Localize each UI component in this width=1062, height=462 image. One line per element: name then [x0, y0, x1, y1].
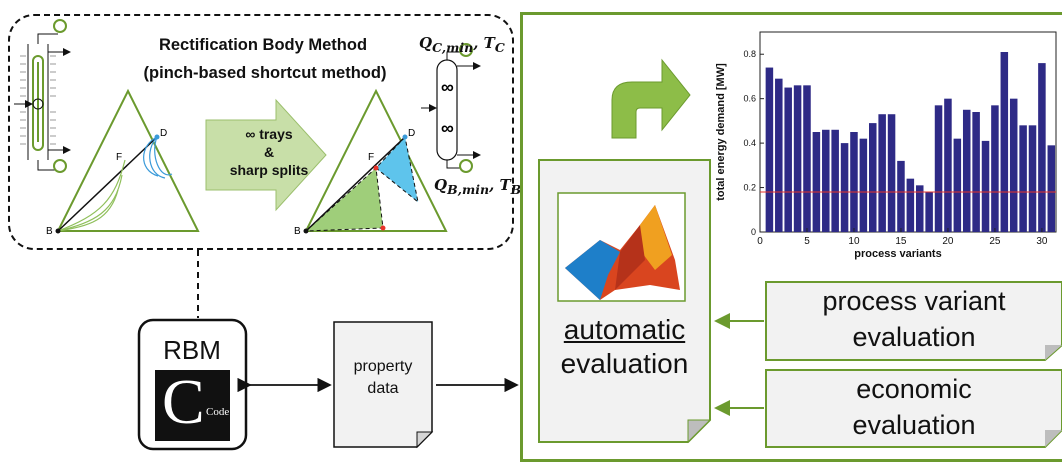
- condenser-duty-label: QC,min, TC: [419, 34, 505, 55]
- econ-line2: evaluation: [852, 410, 976, 440]
- x-tick-label: 5: [804, 236, 810, 247]
- arrow-label-trays: ∞ trays: [245, 126, 293, 142]
- bar: [878, 114, 886, 232]
- infinity-bottom: ∞: [441, 118, 454, 138]
- reboiler-duty-label: QB,min, TB: [434, 176, 522, 197]
- x-tick-label: 15: [895, 236, 907, 247]
- y-tick-label: 0: [751, 227, 756, 237]
- bar: [822, 129, 830, 232]
- x-tick-label: 25: [989, 236, 1001, 247]
- code-text: Code: [206, 406, 230, 418]
- bar: [765, 67, 774, 232]
- economic-label: economic evaluation: [766, 371, 1062, 443]
- vertex-d-right: D: [408, 128, 416, 139]
- bar: [991, 105, 999, 232]
- automatic-label: automatic: [563, 314, 686, 345]
- property-data-label: property data: [334, 356, 432, 400]
- arrow-label-splits: sharp splits: [229, 162, 309, 178]
- bar: [962, 109, 971, 232]
- diagram-graphics: [14, 19, 1062, 451]
- bar: [925, 192, 933, 232]
- y-tick-label: 0.2: [743, 183, 756, 193]
- bar: [784, 87, 792, 232]
- bar: [850, 132, 858, 232]
- c-code-logo: [155, 370, 230, 441]
- y-axis-label: total energy demand [MW]: [715, 63, 727, 201]
- infinity-top: ∞: [441, 77, 454, 97]
- ternary-diagram-left: [55, 88, 200, 234]
- pv-line2: evaluation: [852, 322, 976, 352]
- vertex-f-right: F: [368, 152, 375, 163]
- process-variant-label: process variant evaluation: [766, 283, 1062, 355]
- distillation-column-left: [14, 19, 71, 173]
- bar: [812, 132, 821, 232]
- bar: [906, 178, 915, 232]
- energy-demand-chart: 0 0.2 0.4 0.6 0.8 0 5 10 15 20 25 30 process variant…: [715, 31, 1057, 260]
- x-tick-label: 30: [1036, 236, 1048, 247]
- bar: [1047, 145, 1056, 232]
- bar: [981, 140, 990, 232]
- c-letter: C: [162, 366, 205, 437]
- ternary-diagram-right: [303, 88, 448, 234]
- curved-green-arrow: [611, 58, 691, 139]
- y-tick-label: 0.8: [743, 49, 756, 59]
- bar: [887, 114, 896, 232]
- bar: [915, 185, 924, 232]
- pv-line1: process variant: [822, 286, 1006, 316]
- vertex-b-left: B: [46, 226, 53, 237]
- property-line1: property: [353, 358, 413, 375]
- vertex-f-left: F: [116, 152, 123, 163]
- distillation-column-right: [421, 43, 481, 173]
- rbm-title: Rectification Body Method: [158, 36, 368, 54]
- vertex-d-left: D: [160, 128, 168, 139]
- bar: [1009, 98, 1018, 233]
- bar: [831, 129, 839, 232]
- rbm-code-label: RBM: [163, 335, 221, 365]
- bar: [972, 112, 980, 232]
- transition-arrow: [205, 98, 327, 212]
- property-line2: data: [367, 380, 399, 397]
- arrow-label-and: &: [263, 144, 275, 160]
- bar: [793, 85, 802, 232]
- rbm-subtitle: (pinch-based shortcut method): [143, 64, 387, 82]
- bar: [1019, 125, 1027, 232]
- bar: [934, 105, 943, 232]
- x-tick-label: 10: [848, 236, 860, 247]
- bar: [897, 160, 905, 232]
- bar: [840, 143, 849, 232]
- bar: [859, 138, 868, 232]
- x-tick-label: 20: [942, 236, 954, 247]
- matlab-logo: [557, 192, 686, 302]
- econ-line1: economic: [856, 374, 972, 404]
- bar: [1000, 52, 1009, 232]
- bar: [869, 123, 877, 232]
- vertex-b-right: B: [294, 226, 301, 237]
- bar: [775, 78, 783, 232]
- evaluation-label: evaluation: [560, 348, 689, 379]
- bar: [1038, 63, 1046, 232]
- bar: [944, 98, 952, 233]
- y-tick-label: 0.6: [743, 94, 756, 104]
- rbm-panel: [8, 14, 514, 250]
- bar: [953, 138, 962, 232]
- bar: [1028, 125, 1037, 232]
- x-axis-label: process variants: [854, 248, 941, 260]
- x-tick-label: 0: [757, 236, 763, 247]
- y-tick-label: 0.4: [743, 138, 756, 148]
- bar: [803, 85, 811, 232]
